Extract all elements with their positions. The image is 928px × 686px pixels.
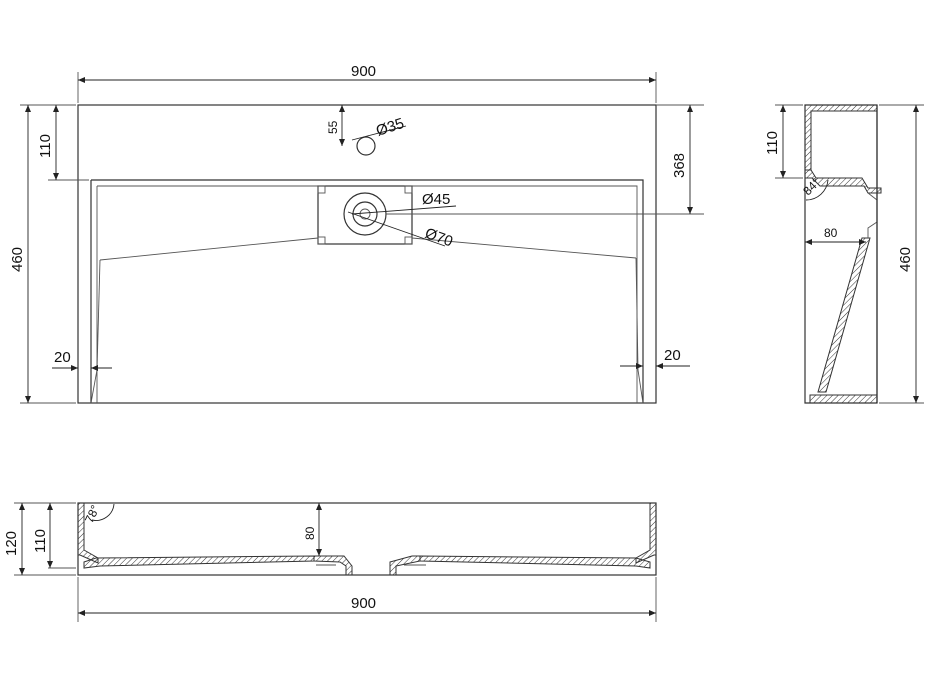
wall-left-label: 20 <box>54 349 71 366</box>
front-view: 78° 80 120 110 900 <box>3 502 657 622</box>
drain-corner-tr <box>404 185 413 194</box>
side-outline <box>804 104 878 404</box>
top-view-outline <box>77 104 657 404</box>
side-section-ledge <box>804 169 882 194</box>
wall-right-label: 20 <box>664 347 681 364</box>
side-view: 84° 80 110 460 <box>764 104 924 404</box>
slope-line-right <box>411 237 637 259</box>
drain-70-leader <box>347 211 446 247</box>
tap-hole-offset-label: 55 <box>326 120 340 134</box>
front-drain-right <box>389 555 421 576</box>
front-angle-label: 78° <box>82 503 102 526</box>
drain-corner-tl <box>317 185 326 194</box>
drain-corner-bl <box>317 236 326 245</box>
front-section-bottom-right <box>419 555 651 569</box>
slope-edge-right <box>635 257 639 371</box>
side-drain-detail <box>867 192 878 238</box>
side-ledge-label: 110 <box>764 131 781 155</box>
front-inner-height-label: 110 <box>32 529 49 553</box>
top-view: Ø45 Ø70 Ø35 55 900 460 110 368 20 <box>9 63 704 404</box>
slope-edge-left <box>96 259 101 371</box>
corner-left <box>90 369 98 404</box>
drain-outer-circle <box>343 192 387 236</box>
drain-corner-br <box>404 236 413 245</box>
tap-hole-diameter-label: Ø35 <box>374 115 406 140</box>
front-width-label: 900 <box>351 595 376 612</box>
drain-45-leader <box>351 205 457 215</box>
drain-housing <box>317 185 413 245</box>
drain-outer-diameter-label: Ø70 <box>423 225 455 251</box>
front-total-height-label: 120 <box>3 531 20 556</box>
tap-hole-leader <box>351 125 407 141</box>
top-width-label: 900 <box>351 63 376 80</box>
side-drain-depth-label: 80 <box>824 226 838 240</box>
drain-inner-diameter-label: Ø45 <box>422 191 450 208</box>
side-depth-label: 460 <box>897 247 914 272</box>
corner-right <box>637 369 644 404</box>
top-depth-label: 460 <box>9 247 26 272</box>
side-section-slope <box>817 237 871 393</box>
tap-offset-label: 110 <box>37 134 54 158</box>
tap-hole <box>356 136 376 156</box>
front-section-bottom-left <box>83 555 315 569</box>
side-section-bottom <box>809 394 878 404</box>
front-angle-arc <box>91 503 115 521</box>
drain-center <box>359 208 371 220</box>
slope-line-left <box>99 237 319 261</box>
side-section-back <box>804 104 878 171</box>
angle-arc <box>805 179 829 201</box>
front-section-right <box>635 502 657 564</box>
basin-rim <box>90 179 644 403</box>
drain-position-label: 368 <box>671 153 688 178</box>
basin-depth-label: 80 <box>303 526 317 540</box>
front-drain-left <box>313 555 353 576</box>
